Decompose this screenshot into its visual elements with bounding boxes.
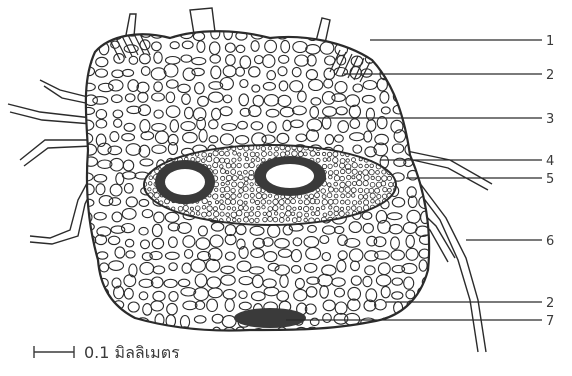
cell: [433, 290, 444, 301]
cell: [419, 315, 431, 327]
cell: [364, 27, 374, 36]
cell: [97, 330, 111, 341]
cell: [416, 302, 430, 312]
cell: [406, 84, 419, 92]
cell: [422, 67, 430, 77]
cell: [84, 263, 93, 274]
cell: [347, 40, 362, 50]
cell: [434, 327, 443, 335]
cell: [377, 329, 387, 340]
cell: [376, 41, 390, 52]
cell: [391, 58, 402, 66]
scale-bar: [34, 346, 74, 358]
cell: [407, 27, 416, 40]
cell: [416, 122, 431, 129]
cell: [83, 329, 93, 338]
cell: [417, 53, 427, 66]
cell: [80, 316, 93, 327]
cell: [128, 328, 137, 339]
cell: [419, 31, 431, 41]
cell: [418, 44, 428, 51]
cell: [406, 41, 419, 49]
scale-bar-label: 0.1 มิลลิเมตร: [84, 343, 180, 362]
cell: [419, 143, 430, 155]
cell: [363, 41, 376, 53]
cell: [191, 331, 206, 339]
cell: [375, 28, 388, 39]
cell: [436, 170, 445, 183]
cell: [409, 109, 418, 118]
label-collenchyma: 7: [546, 314, 554, 329]
cell: [408, 55, 418, 63]
trichome-top-3: [126, 14, 136, 36]
cell: [85, 30, 94, 38]
cell: [430, 31, 444, 40]
cell: [433, 123, 446, 130]
cell: [432, 260, 445, 272]
label-cortex-bottom: 2: [546, 296, 554, 311]
cell: [432, 131, 446, 142]
cell: [435, 276, 446, 287]
cell: [418, 108, 430, 118]
cell: [80, 40, 93, 51]
cell: [418, 330, 427, 338]
vascular-bundle: [140, 145, 399, 226]
cell: [390, 331, 400, 338]
cell: [410, 132, 418, 144]
cell: [389, 40, 400, 53]
cell: [419, 95, 432, 104]
cell: [151, 326, 164, 337]
cell: [111, 317, 124, 326]
cell: [337, 328, 350, 336]
cell: [140, 328, 149, 338]
cell: [87, 253, 96, 261]
dark-bottom-cells: [234, 308, 306, 328]
cell: [98, 28, 107, 40]
cell: [351, 30, 364, 41]
cell: [98, 303, 109, 315]
cell: [80, 301, 94, 312]
cell: [395, 79, 405, 88]
cell: [82, 275, 94, 287]
label-trichome: 6: [546, 234, 554, 249]
cell: [406, 315, 415, 322]
cell: [85, 292, 93, 301]
cell: [265, 330, 276, 340]
cell: [108, 329, 122, 339]
cell: [364, 330, 375, 341]
cell: [388, 69, 401, 76]
trichome-left-3: [20, 140, 92, 160]
label-phloem: 4: [546, 154, 554, 169]
cell: [438, 42, 446, 51]
cell: [433, 93, 442, 101]
label-parenchyma: 3: [546, 112, 554, 127]
cell: [348, 327, 356, 338]
cell: [404, 328, 417, 339]
cell: [435, 67, 443, 79]
cell: [333, 29, 347, 42]
trichome-left-2: [8, 104, 92, 118]
cell: [431, 105, 444, 115]
cell: [433, 79, 447, 91]
cell: [423, 135, 432, 143]
cell: [167, 327, 176, 334]
cell: [435, 185, 446, 197]
cell: [435, 57, 447, 64]
cell: [406, 121, 420, 133]
label-cortex: 2: [546, 68, 554, 83]
cell: [321, 330, 335, 339]
cell: [99, 317, 109, 327]
cell: [319, 29, 332, 37]
label-xylem: 5: [546, 172, 554, 187]
label-epidermis: 1: [546, 34, 554, 49]
cell: [263, 29, 274, 37]
cell: [418, 81, 430, 93]
cell: [403, 92, 414, 104]
cell: [436, 146, 447, 157]
cell: [406, 67, 414, 77]
